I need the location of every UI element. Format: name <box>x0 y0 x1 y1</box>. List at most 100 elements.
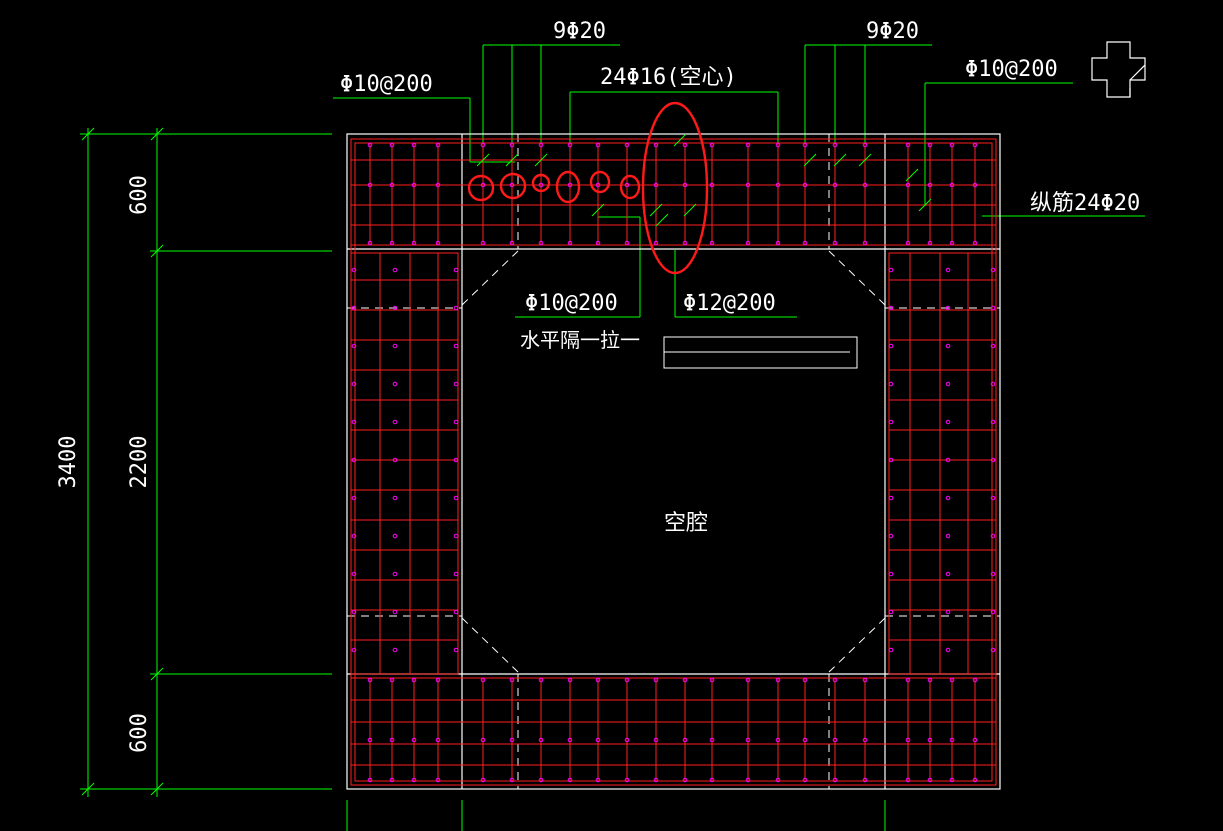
bar-dot <box>862 182 868 188</box>
bar-dot <box>653 737 659 743</box>
bar-dot <box>367 777 373 783</box>
bar-dot <box>888 609 894 615</box>
bar-dot <box>682 142 688 148</box>
bar-dot <box>567 142 573 148</box>
bar-dot <box>509 737 515 743</box>
bar-dot <box>509 240 515 246</box>
bar-dot <box>453 419 459 425</box>
tie-tick <box>505 153 519 167</box>
bar-dot <box>802 737 808 743</box>
bar-dot <box>389 240 395 246</box>
bar-dot <box>709 142 715 148</box>
bar-dot <box>453 495 459 501</box>
bar-dot <box>653 777 659 783</box>
highlight-marks <box>467 101 709 275</box>
bar-dot <box>567 737 573 743</box>
bar-dot <box>888 533 894 539</box>
bar-dot <box>927 142 933 148</box>
bar-dot <box>453 457 459 463</box>
bar-dot <box>538 182 544 188</box>
bar-dot <box>905 182 911 188</box>
label-stirrup-right: Φ10@200 <box>965 57 1058 82</box>
bar-dot <box>389 737 395 743</box>
bar-dot <box>453 305 459 311</box>
bar-dot <box>945 343 951 349</box>
bar-dot <box>367 142 373 148</box>
highlight-circle <box>531 173 551 193</box>
highlight-circle <box>619 174 641 200</box>
dim-middle: 2200 <box>127 436 152 489</box>
bar-dot <box>567 677 573 683</box>
label-hollow-bars: 24Φ16(空心) <box>600 65 737 90</box>
stirrup-loop <box>350 252 459 675</box>
bar-dot <box>888 571 894 577</box>
bar-dot <box>905 777 911 783</box>
bar-dot <box>453 533 459 539</box>
tie-tick <box>803 153 817 167</box>
bar-dot <box>453 609 459 615</box>
bar-dot <box>392 305 398 311</box>
bar-dot <box>367 182 373 188</box>
bar-dot <box>972 777 978 783</box>
label-bars-left: 9Φ20 <box>553 19 606 44</box>
label-tie-horizontal: Φ10@200 <box>525 291 618 316</box>
bar-dot <box>745 677 751 683</box>
bar-dot <box>351 609 357 615</box>
label-cavity: 空腔 <box>664 511 708 536</box>
bar-dot <box>945 571 951 577</box>
bar-dot <box>480 777 486 783</box>
bar-dot <box>905 677 911 683</box>
bar-dot <box>888 419 894 425</box>
bar-dot <box>392 381 398 387</box>
bar-dot <box>682 240 688 246</box>
bar-dot <box>538 737 544 743</box>
bar-dot <box>392 533 398 539</box>
highlight-circle <box>555 170 581 204</box>
bar-dot <box>389 182 395 188</box>
bar-dot <box>453 267 459 273</box>
bar-dot <box>435 777 441 783</box>
bar-dot <box>480 737 486 743</box>
bar-dot <box>389 677 395 683</box>
bar-dot <box>351 267 357 273</box>
bar-dot <box>392 419 398 425</box>
highlight-circle <box>589 170 611 194</box>
bar-dot <box>595 677 601 683</box>
bar-dot <box>367 677 373 683</box>
bar-dot <box>367 240 373 246</box>
tie-tick <box>649 203 663 217</box>
bar-dot <box>567 240 573 246</box>
bar-dot <box>927 240 933 246</box>
bar-dot <box>538 677 544 683</box>
bar-dot <box>949 737 955 743</box>
tie-tick <box>476 153 490 167</box>
bar-dot <box>411 737 417 743</box>
bar-dot <box>351 571 357 577</box>
bar-dot <box>802 182 808 188</box>
bar-dot <box>538 142 544 148</box>
bar-dot <box>538 240 544 246</box>
bar-dot <box>990 267 996 273</box>
bar-dot <box>972 142 978 148</box>
bar-dot <box>888 457 894 463</box>
bar-dot <box>595 240 601 246</box>
bar-dot <box>653 182 659 188</box>
ucs-cross-icon <box>1091 41 1146 98</box>
bar-dot <box>538 777 544 783</box>
bar-dot <box>392 647 398 653</box>
bar-dot <box>775 777 781 783</box>
bar-dot <box>624 737 630 743</box>
bar-dot <box>888 647 894 653</box>
label-tie-vertical: Φ12@200 <box>683 291 776 316</box>
bar-dot <box>709 182 715 188</box>
bar-dot <box>862 142 868 148</box>
highlight-ellipse <box>641 101 709 275</box>
bar-dot <box>862 240 868 246</box>
bar-dot <box>351 647 357 653</box>
bar-dot <box>990 533 996 539</box>
chamfer-dashes <box>347 134 1000 789</box>
label-tie-note: 水平隔一拉一 <box>520 328 640 352</box>
bar-dot <box>888 381 894 387</box>
bar-dot <box>802 240 808 246</box>
label-longitudinal: 纵筋24Φ20 <box>1030 191 1140 216</box>
